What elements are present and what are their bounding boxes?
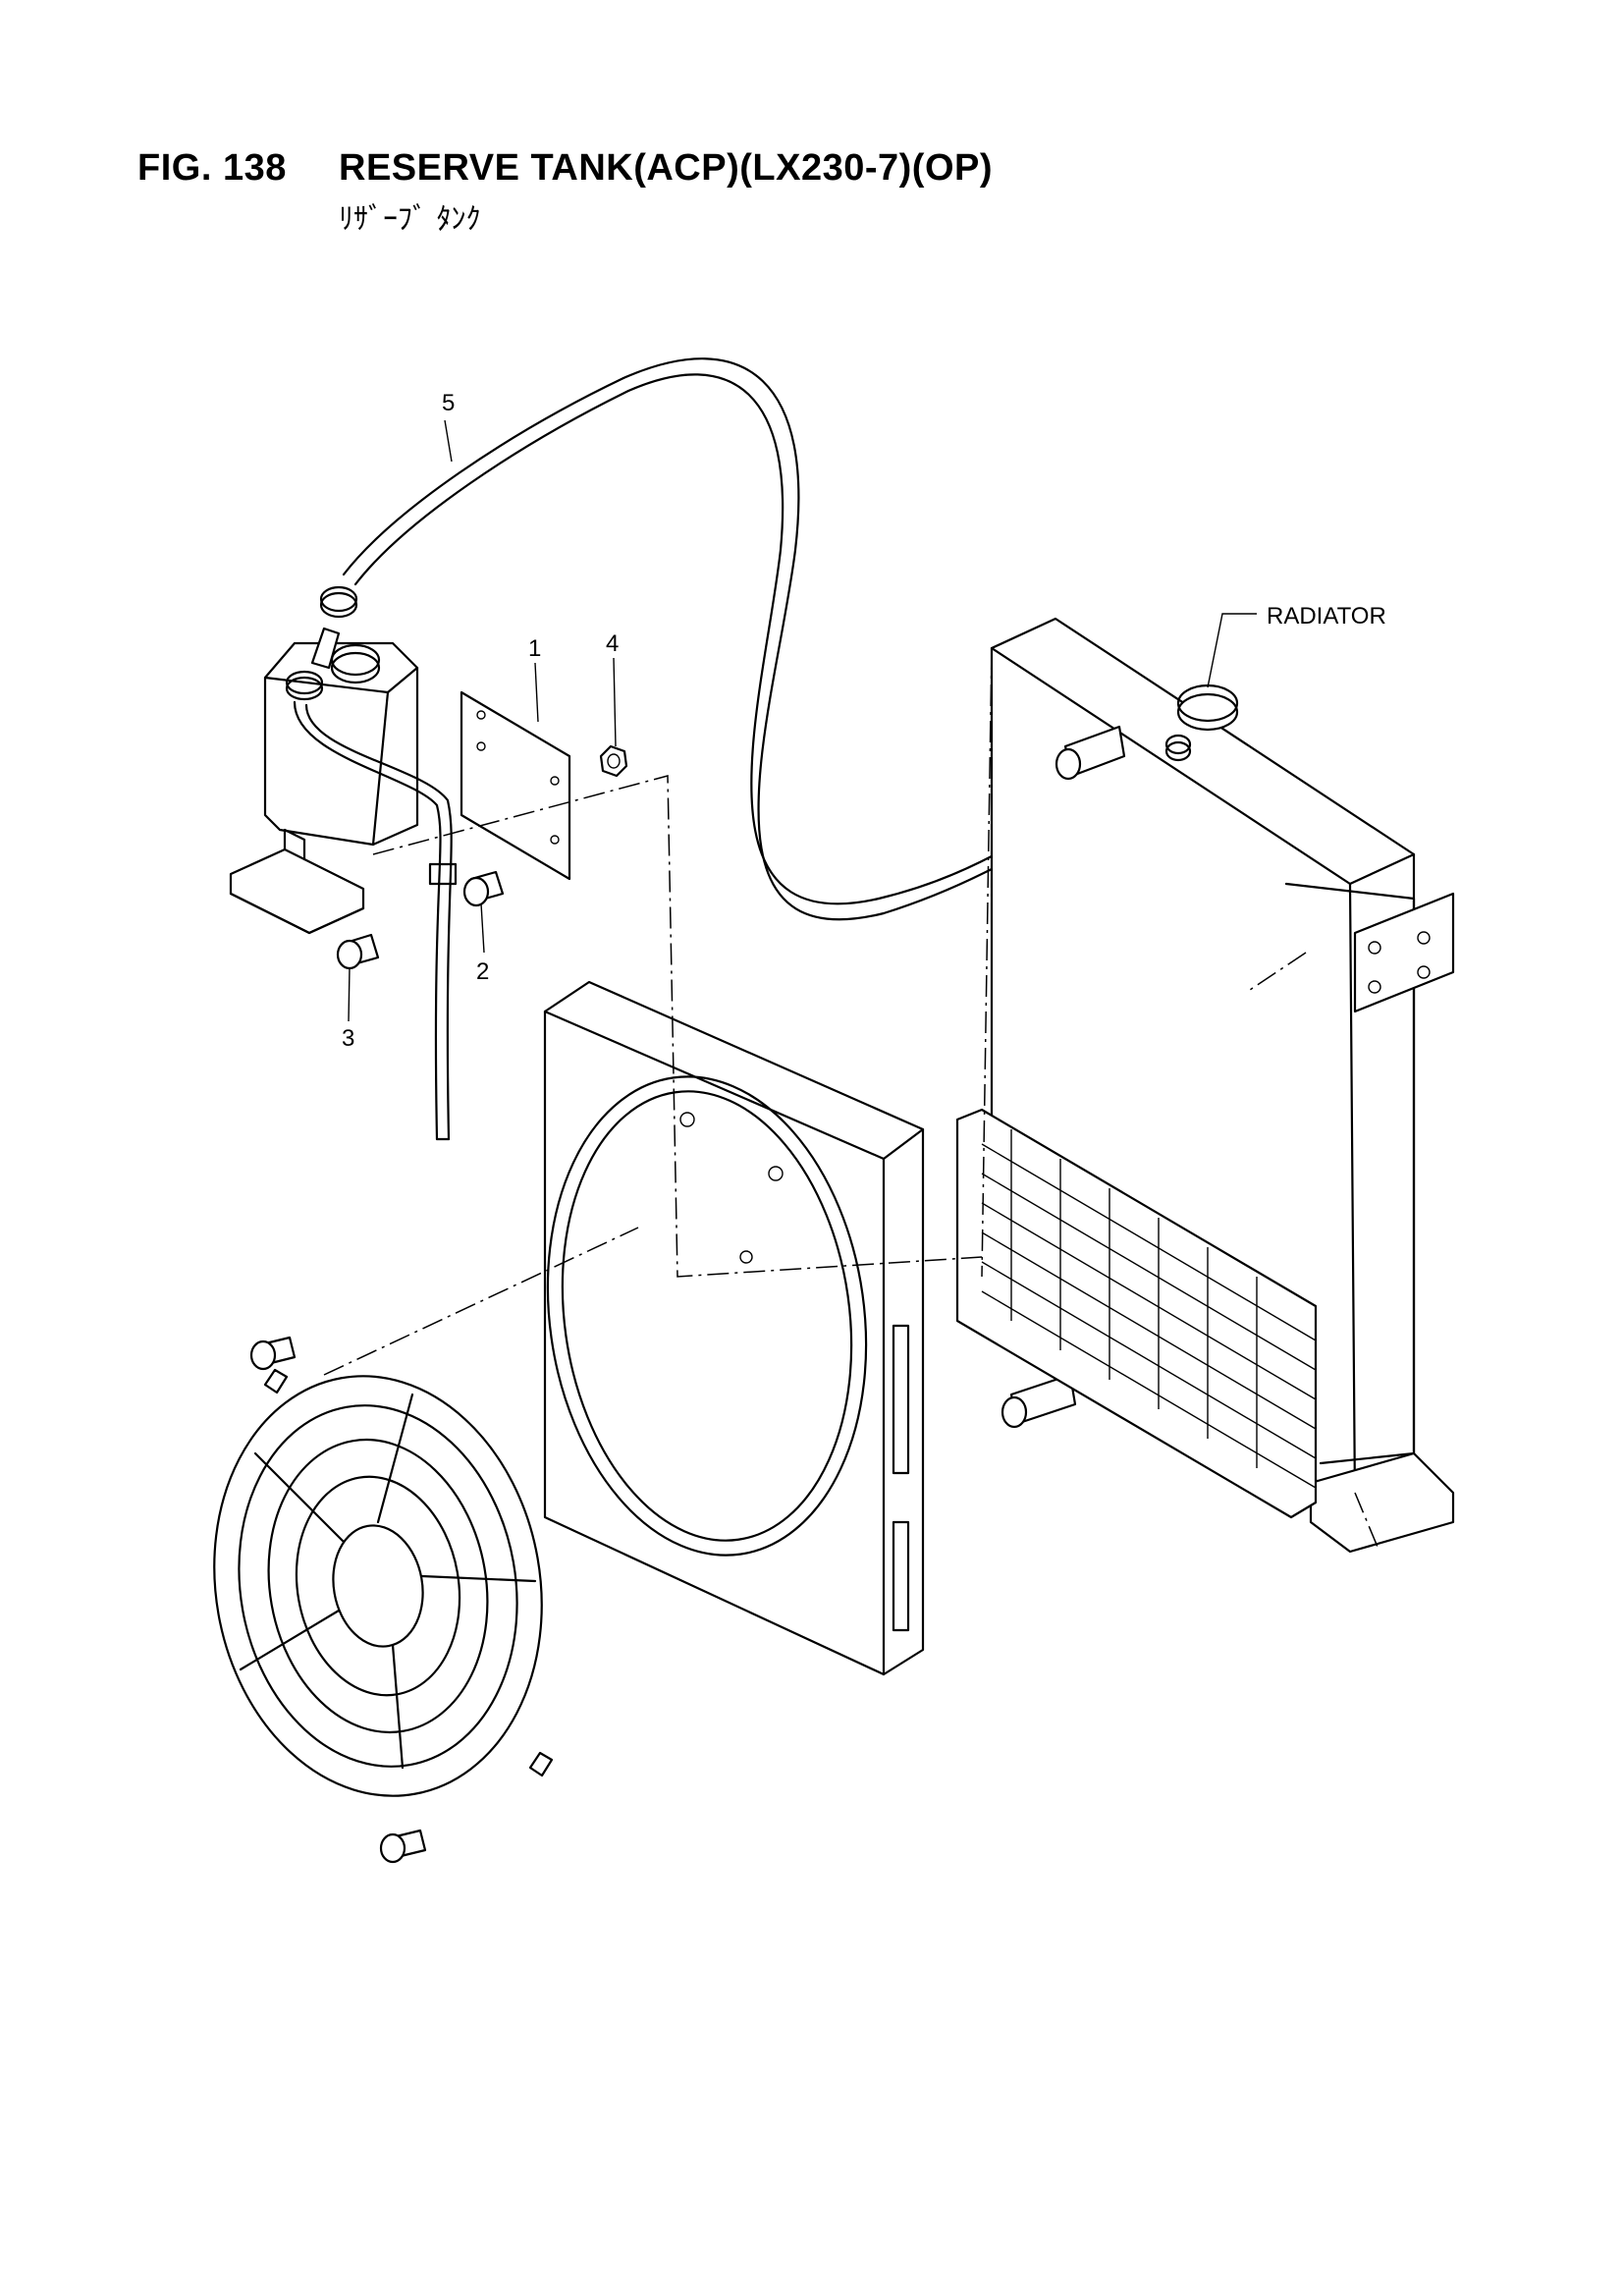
figure-title: RESERVE TANK(ACP)(LX230-7)(OP) bbox=[339, 147, 994, 189]
bolt-part-3 bbox=[336, 933, 380, 970]
callout-2: 2 bbox=[476, 958, 489, 985]
figure-number: FIG. 138 bbox=[137, 147, 287, 189]
condenser-core bbox=[955, 1108, 1318, 1519]
hose-clamp bbox=[319, 585, 358, 619]
fan-shroud bbox=[543, 980, 925, 1676]
tank-bracket-part-1 bbox=[229, 690, 571, 935]
callout-5: 5 bbox=[442, 390, 455, 416]
leader-lines bbox=[348, 419, 1257, 1022]
fan-guard-bolt bbox=[249, 1336, 297, 1371]
reserve-tank bbox=[263, 627, 458, 1141]
fan-guard bbox=[213, 1368, 554, 1797]
callout-1: 1 bbox=[528, 635, 541, 662]
figure-subtitle: ﾘｻﾞｰﾌﾞ ﾀﾝｸ bbox=[339, 202, 481, 237]
callout-radiator: RADIATOR bbox=[1267, 603, 1386, 629]
callout-4: 4 bbox=[606, 630, 619, 657]
callout-3: 3 bbox=[342, 1025, 354, 1052]
assembly-lines bbox=[323, 647, 1380, 1553]
fan-guard-bolt bbox=[379, 1829, 427, 1864]
bolt-part-2 bbox=[462, 870, 505, 907]
nut-part-4 bbox=[599, 744, 628, 778]
